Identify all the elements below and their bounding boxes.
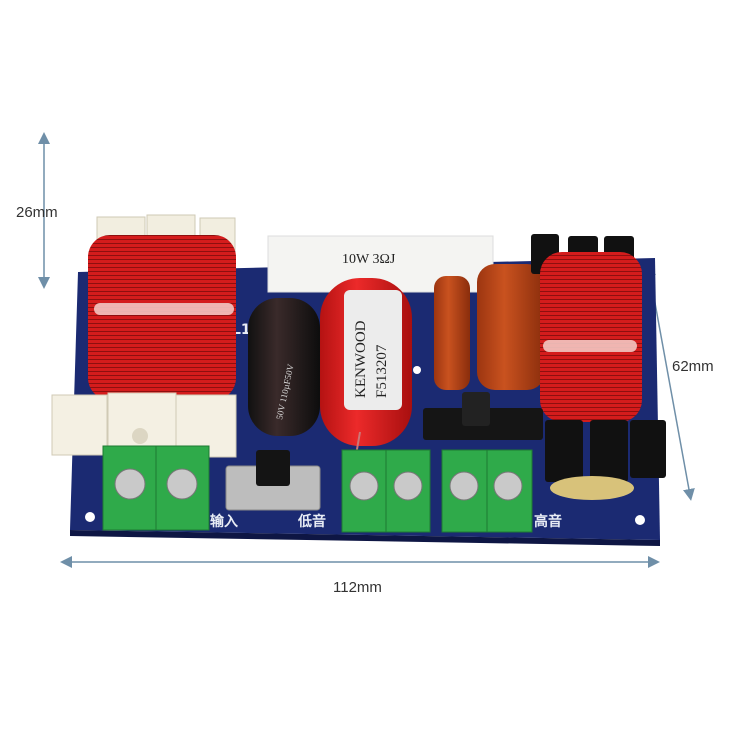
large-film-capacitor xyxy=(477,264,545,390)
bass-label: 低音 xyxy=(297,513,326,530)
input-terminal-block[interactable] xyxy=(102,445,210,531)
treble-label: 高音 xyxy=(534,513,562,530)
height-dimension-label: 26mm xyxy=(16,204,58,221)
resistor-label: 10W 3ΩJ xyxy=(342,252,396,267)
electrolytic-capacitor: 50V 110µF50V xyxy=(248,298,320,436)
treble-output-terminal-block[interactable] xyxy=(441,449,533,533)
capacitor-brand: KENWOOD xyxy=(353,320,369,398)
bass-slide-switch[interactable] xyxy=(225,450,321,511)
right-inductor-coil xyxy=(531,234,666,500)
coil-silkscreen-label: L1 xyxy=(232,322,251,338)
input-label: 输入 xyxy=(210,513,238,530)
capacitor-code: F513207 xyxy=(374,344,390,398)
bass-output-terminal-block[interactable] xyxy=(341,449,431,533)
small-film-capacitor xyxy=(434,276,470,390)
width-dimension-label: 62mm xyxy=(672,358,714,375)
treble-slide-switch[interactable] xyxy=(423,392,543,440)
kenwood-capacitor: KENWOOD F513207 xyxy=(320,278,412,456)
length-dimension-label: 112mm xyxy=(333,579,382,596)
